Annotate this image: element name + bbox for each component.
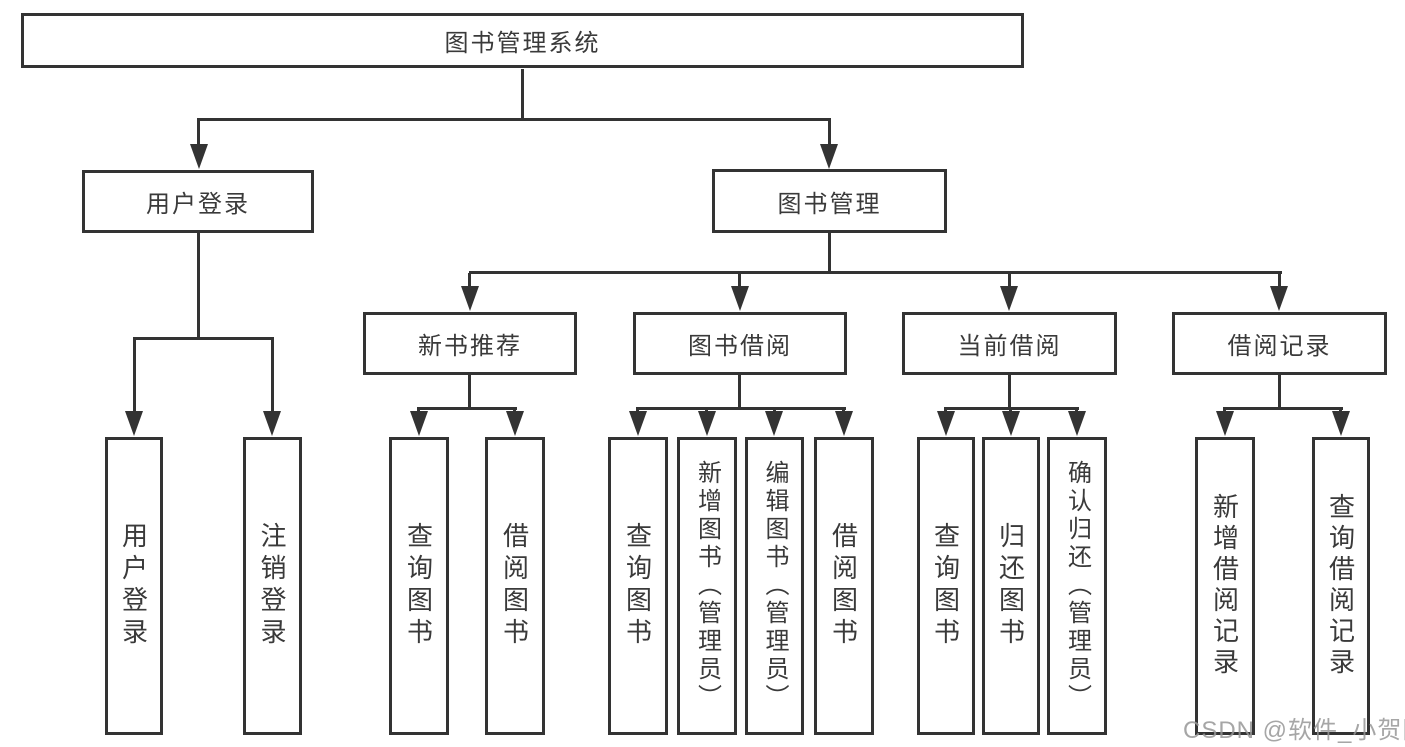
arrow-down-icon (937, 411, 955, 436)
connector-line (469, 271, 1282, 274)
leaf-query-books-recommend: 查询图书 (389, 437, 449, 735)
leaf-query-books-current-label: 查询图书 (930, 522, 961, 650)
leaf-logout: 注销登录 (243, 437, 302, 735)
leaf-return-books: 归还图书 (982, 437, 1040, 735)
node-borrowing-records-label: 借阅记录 (1227, 333, 1332, 360)
node-library-system: 图书管理系统 (21, 13, 1024, 68)
node-library-system-label: 图书管理系统 (444, 30, 601, 57)
arrow-down-icon (698, 411, 716, 436)
leaf-borrow-books-label: 借阅图书 (828, 522, 859, 650)
arrow-down-icon (410, 411, 428, 436)
node-user-login: 用户登录 (82, 170, 314, 233)
arrow-down-icon (1270, 286, 1288, 311)
node-current-borrowing: 当前借阅 (902, 312, 1117, 375)
connector-line (197, 118, 831, 121)
connector-line (944, 407, 1079, 410)
arrow-down-icon (190, 144, 208, 169)
connector-line (468, 375, 471, 409)
node-new-book-recommendation-label: 新书推荐 (418, 333, 522, 360)
arrow-down-icon (835, 411, 853, 436)
node-user-login-label: 用户登录 (146, 191, 250, 218)
connector-line (271, 339, 274, 413)
connector-line (468, 273, 471, 289)
leaf-add-books-admin-label: 新增图书（管理员） (693, 460, 721, 712)
node-book-borrowing-label: 图书借阅 (688, 333, 792, 360)
arrow-down-icon (461, 286, 479, 311)
arrow-down-icon (263, 411, 281, 436)
connector-line (133, 337, 274, 340)
arrow-down-icon (506, 411, 524, 436)
leaf-user-login-label: 用户登录 (118, 522, 149, 650)
leaf-edit-books-admin-label: 编辑图书（管理员） (761, 460, 788, 712)
connector-line (417, 407, 517, 410)
connector-line (197, 120, 200, 148)
leaf-borrow-books-recommend-label: 借阅图书 (499, 522, 530, 650)
node-book-borrowing: 图书借阅 (633, 312, 847, 375)
arrow-down-icon (1068, 411, 1086, 436)
leaf-query-borrow-record: 查询借阅记录 (1312, 437, 1370, 735)
arrow-down-icon (1002, 411, 1020, 436)
connector-line (636, 407, 846, 410)
connector-line (738, 273, 741, 289)
leaf-confirm-return-admin: 确认归还（管理员） (1047, 437, 1107, 735)
arrow-down-icon (765, 411, 783, 436)
leaf-logout-label: 注销登录 (257, 522, 287, 650)
connector-line (521, 69, 524, 120)
leaf-add-borrow-record: 新增借阅记录 (1195, 437, 1255, 735)
connector-line (1278, 375, 1281, 409)
leaf-query-borrow-record-label: 查询借阅记录 (1325, 493, 1356, 679)
node-borrowing-records: 借阅记录 (1172, 312, 1387, 375)
arrow-down-icon (1216, 411, 1234, 436)
arrow-down-icon (731, 286, 749, 311)
arrow-down-icon (820, 144, 838, 169)
connector-line (197, 233, 200, 339)
connector-line (1223, 407, 1343, 410)
connector-line (133, 339, 136, 413)
leaf-confirm-return-admin-label: 确认归还（管理员） (1063, 460, 1091, 712)
leaf-add-books-admin: 新增图书（管理员） (677, 437, 737, 735)
leaf-query-books-borrowing-label: 查询图书 (622, 522, 653, 650)
leaf-query-books-borrowing: 查询图书 (608, 437, 668, 735)
connector-line (828, 120, 831, 148)
csdn-watermark: CSDN @软件_小贺同学 (1183, 717, 1405, 744)
arrow-down-icon (125, 411, 143, 436)
connector-line (1008, 273, 1011, 289)
connector-line (828, 233, 831, 273)
arrow-down-icon (1332, 411, 1350, 436)
node-book-management-label: 图书管理 (777, 190, 882, 218)
leaf-edit-books-admin: 编辑图书（管理员） (745, 437, 804, 735)
node-new-book-recommendation: 新书推荐 (363, 312, 577, 375)
arrow-down-icon (1000, 286, 1018, 311)
leaf-query-books-current: 查询图书 (917, 437, 975, 735)
node-current-borrowing-label: 当前借阅 (957, 333, 1062, 360)
connector-line (1278, 273, 1281, 289)
arrow-down-icon (629, 411, 647, 436)
connector-line (1008, 375, 1011, 409)
leaf-borrow-books: 借阅图书 (814, 437, 874, 735)
leaf-borrow-books-recommend: 借阅图书 (485, 437, 545, 735)
leaf-query-books-recommend-label: 查询图书 (403, 522, 434, 650)
leaf-return-books-label: 归还图书 (995, 522, 1026, 650)
leaf-add-borrow-record-label: 新增借阅记录 (1209, 493, 1240, 679)
connector-line (738, 375, 741, 409)
leaf-user-login: 用户登录 (105, 437, 163, 735)
node-book-management: 图书管理 (712, 169, 947, 233)
